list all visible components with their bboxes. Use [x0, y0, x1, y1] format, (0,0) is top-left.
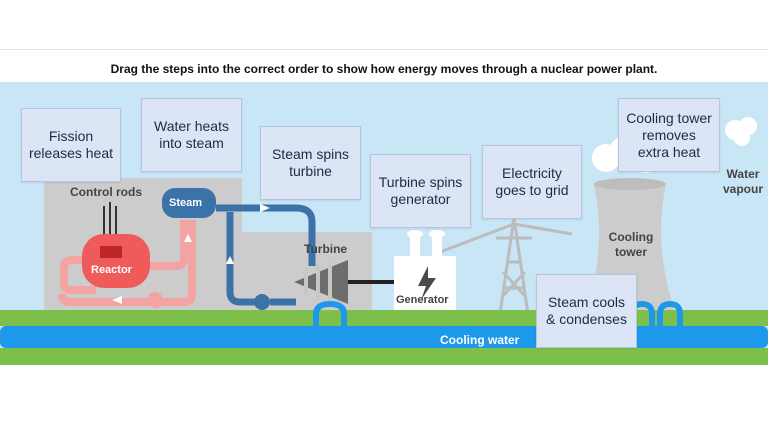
control-rods-label: Control rods — [70, 185, 142, 199]
water-vapour-label: Water vapour — [722, 167, 763, 196]
reactor-pump — [147, 292, 163, 308]
turbine — [294, 260, 348, 304]
ground-strip — [0, 348, 768, 365]
steam-drum — [162, 188, 216, 218]
transmission-tower — [439, 217, 573, 315]
turbine-label: Turbine — [304, 242, 348, 256]
instruction-bar: Drag the steps into the correct order to… — [0, 49, 768, 84]
reactor-vessel — [82, 234, 150, 288]
step-card-steam-cools[interactable]: Steam cools & condenses — [536, 274, 637, 348]
condenser-loop-1 — [313, 300, 347, 328]
return-pipe — [226, 212, 296, 306]
step-card-turbine-spins[interactable]: Turbine spins generator — [370, 154, 471, 228]
reactor-pipe-loop — [58, 220, 196, 306]
steam-pipe — [216, 204, 316, 266]
reactor-label: Reactor — [91, 264, 132, 276]
cooling-water-label: Cooling water — [440, 333, 520, 347]
cooling-tower-label: Cooling tower — [608, 230, 654, 259]
step-card-water-heats[interactable]: Water heats into steam — [141, 98, 242, 172]
generator-label: Generator — [396, 294, 449, 306]
reactor-core — [100, 246, 122, 258]
cooling-water — [0, 326, 768, 348]
return-pump — [254, 294, 270, 310]
cooling-tower-top — [594, 178, 666, 190]
step-card-steam-spins[interactable]: Steam spins turbine — [260, 126, 361, 200]
flow-arrow-left — [112, 296, 122, 304]
step-card-cooling-tower[interactable]: Cooling tower removes extra heat — [618, 98, 720, 172]
step-card-electricity[interactable]: Electricity goes to grid — [482, 145, 582, 219]
return-arrow-up — [226, 256, 234, 264]
generator-stack-1 — [410, 234, 420, 258]
flow-arrow-up — [184, 234, 192, 242]
lightning-bolt-icon — [418, 266, 436, 300]
generator-stack-2 — [432, 234, 442, 258]
condenser-loop-3 — [657, 300, 683, 328]
steam-label: Steam — [169, 197, 203, 209]
steam-arrow — [260, 204, 270, 212]
power-plant-scene: Control rods Steam Reactor Turbine Gener… — [0, 82, 768, 365]
instruction-text: Drag the steps into the correct order to… — [110, 62, 658, 76]
step-card-fission[interactable]: Fission releases heat — [21, 108, 121, 182]
